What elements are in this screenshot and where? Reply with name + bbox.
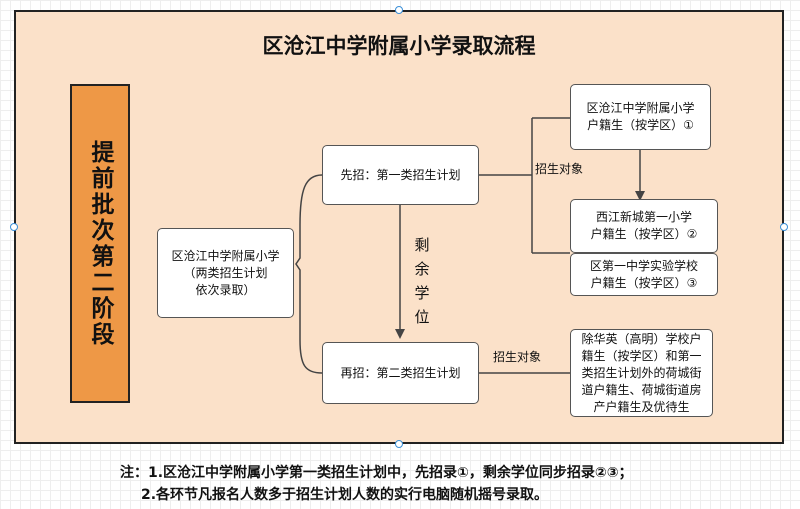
- target-label-1: 招生对象: [535, 162, 584, 176]
- resize-handle-top[interactable]: [395, 6, 403, 14]
- plan2-box[interactable]: 再招：第二类招生计划: [322, 342, 479, 404]
- target-box-3[interactable]: 区第一中学实验学校 户籍生（按学区）③: [570, 253, 718, 296]
- remaining-seats-label: 剩 余 学 位: [414, 236, 430, 326]
- plan1-box[interactable]: 先招：第一类招生计划: [322, 145, 479, 205]
- note-line-2: 2.各环节凡报名人数多于招生计划人数的实行电脑随机摇号录取。: [141, 487, 549, 503]
- resize-handle-left[interactable]: [10, 223, 18, 231]
- diagram-title: 区沧江中学附属小学录取流程: [262, 34, 536, 58]
- plan1-connector: [479, 117, 570, 254]
- school-box[interactable]: 区沧江中学附属小学 （两类招生计划 依次录取）: [157, 228, 294, 318]
- stage-box[interactable]: 提前批次第二阶段: [70, 84, 130, 403]
- target-box-4[interactable]: 除华英（高明）学校户 籍生（按学区）和第一 类招生计划外的荷城街 道户籍生、荷城…: [570, 329, 713, 417]
- resize-handle-bottom[interactable]: [395, 440, 403, 448]
- target-box-2[interactable]: 西江新城第一小学 户籍生（按学区）②: [570, 199, 718, 253]
- note-line-1: 注：1.区沧江中学附属小学第一类招生计划中，先招录①，剩余学位同步招录②③；: [120, 465, 633, 481]
- target-box-1[interactable]: 区沧江中学附属小学 户籍生（按学区）①: [570, 84, 711, 150]
- brace-connector: [295, 174, 323, 374]
- resize-handle-right[interactable]: [780, 223, 788, 231]
- target-label-2: 招生对象: [493, 350, 542, 364]
